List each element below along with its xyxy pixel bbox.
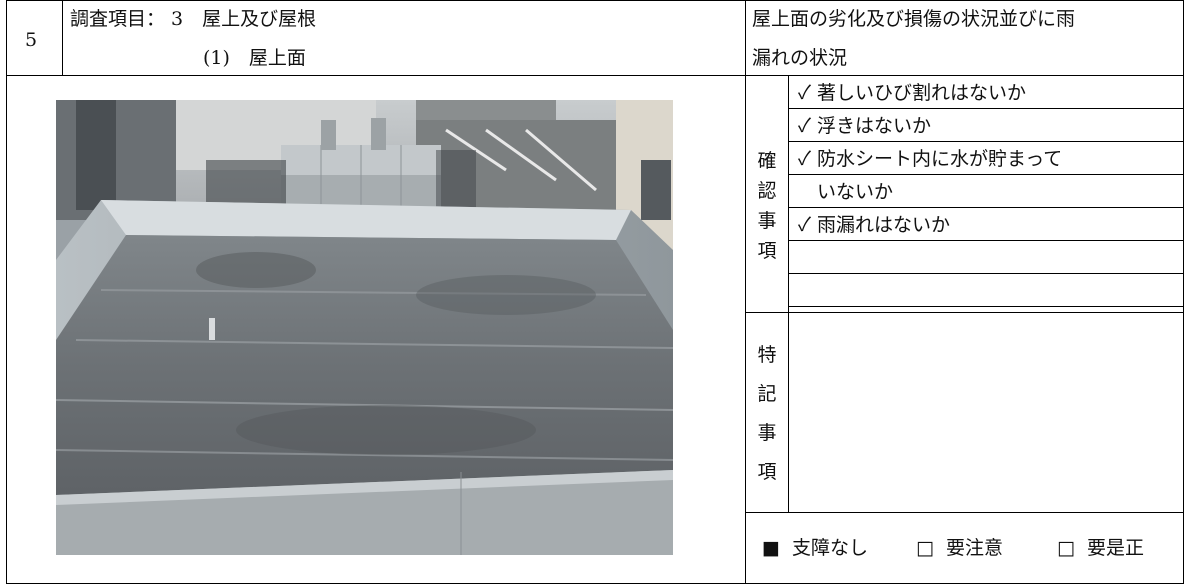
rooftop-photo-image [56, 100, 673, 555]
survey-item-subtitle: (1) 屋上面 [203, 47, 306, 69]
ok-checkbox[interactable]: ■ [762, 537, 780, 559]
fix-checkbox[interactable]: □ [1057, 537, 1075, 559]
ok-label: 支障なし [792, 537, 869, 559]
rooftop-photo [56, 100, 673, 555]
check-item: ✓ 浮きはないか [798, 115, 932, 137]
caution-checkbox[interactable]: □ [916, 537, 934, 559]
check-item: いないか [798, 181, 894, 203]
check-item: ✓ 雨漏れはないか [798, 214, 951, 236]
inspection-description-line2: 漏れの状況 [752, 47, 848, 69]
item-number: 5 [25, 29, 38, 51]
inspection-description-line1: 屋上面の劣化及び損傷の状況並びに雨 [752, 8, 1076, 30]
fix-label: 要是正 [1087, 537, 1145, 559]
special-notes-text[interactable] [798, 320, 1178, 505]
survey-item-title: 調査項目： 3 屋上及び屋根 [70, 8, 317, 30]
caution-label: 要注意 [946, 537, 1004, 559]
check-item: ✓ 著しいひび割れはないか [798, 82, 1027, 104]
check-item: ✓ 防水シート内に水が貯まって [798, 148, 1063, 170]
